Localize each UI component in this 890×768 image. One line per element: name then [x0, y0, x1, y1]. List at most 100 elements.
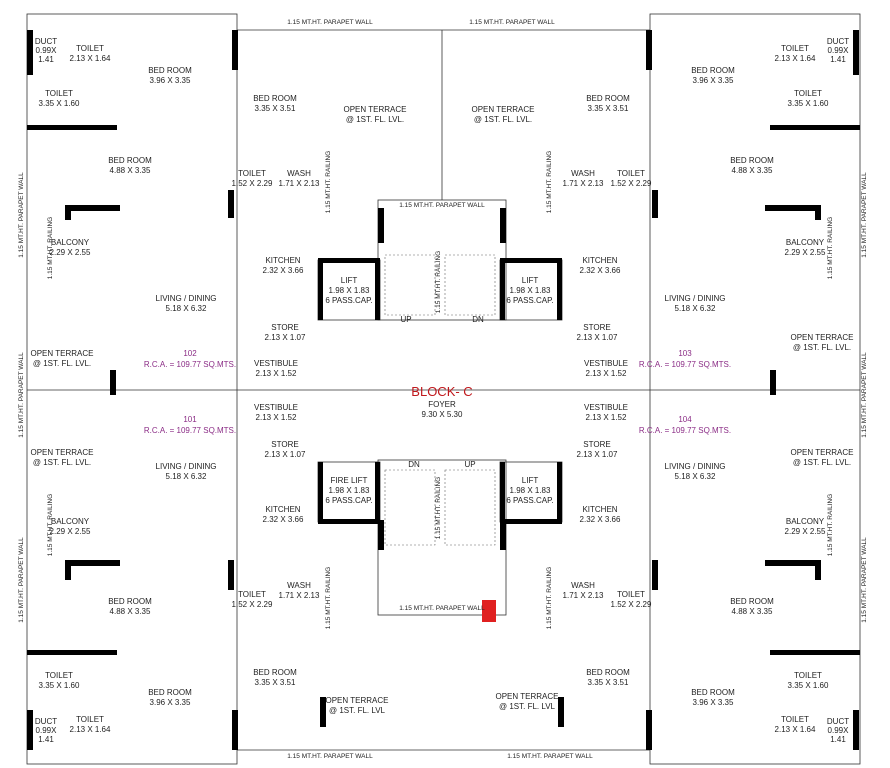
store-label: STORE: [271, 440, 298, 449]
bed-b-label: BED ROOM: [586, 94, 630, 103]
duct-dim-2: 1.41: [830, 735, 846, 744]
duct-dim-1: 0.99X: [36, 46, 58, 55]
railing-label: 1.15 MT.HT. RAILING: [546, 151, 553, 214]
railing-label: 1.15 MT.HT. RAILING: [325, 567, 332, 630]
wash-dim: 1.71 X 2.13: [563, 591, 604, 600]
living-label: LIVING / DINING: [665, 462, 726, 471]
block-title: BLOCK- C: [411, 384, 472, 399]
toilet-b-label: TOILET: [45, 89, 73, 98]
balcony-label: BALCONY: [51, 238, 90, 247]
railing-core-bottom: 1.15 MT.HT. RAILING: [435, 477, 442, 540]
fire-lift-cap: 6 PASS.CAP.: [325, 496, 372, 505]
parapet-bottom-left: 1.15 MT.HT. PARAPET WALL: [287, 753, 373, 760]
balcony-label: BALCONY: [51, 517, 90, 526]
wash-label: WASH: [571, 581, 595, 590]
open-terrace-label: OPEN TERRACE: [326, 696, 389, 705]
toilet-a-dim: 2.13 X 1.64: [775, 54, 816, 63]
vestibule-dim: 2.13 X 1.52: [256, 413, 297, 422]
duct-label: DUCT: [35, 717, 57, 726]
store-label: STORE: [583, 323, 610, 332]
living-dim: 5.18 X 6.32: [675, 472, 716, 481]
vestibule-label: VESTIBULE: [584, 359, 628, 368]
vestibule-label: VESTIBULE: [584, 403, 628, 412]
toilet-b-dim: 3.35 X 1.60: [39, 99, 80, 108]
balcony-dim: 2.29 X 2.55: [785, 527, 826, 536]
toilet-b-label: TOILET: [45, 671, 73, 680]
balcony-dim: 2.29 X 2.55: [785, 248, 826, 257]
toilet-a-dim: 2.13 X 1.64: [70, 725, 111, 734]
duct-dim-2: 1.41: [38, 735, 54, 744]
balcony-label: BALCONY: [786, 238, 825, 247]
railing-core-top: 1.15 MT.HT. RAILING: [435, 251, 442, 314]
wash-dim: 1.71 X 2.13: [279, 179, 320, 188]
store-dim: 2.13 X 1.07: [577, 450, 618, 459]
bed-b-label: BED ROOM: [253, 668, 297, 677]
toilet-c-dim: 1.52 X 2.29: [611, 600, 652, 609]
toilet-c-dim: 1.52 X 2.29: [611, 179, 652, 188]
bed-b-label: BED ROOM: [586, 668, 630, 677]
store-label: STORE: [271, 323, 298, 332]
lift-br-cap: 6 PASS.CAP.: [506, 496, 553, 505]
open-terrace-level: @ 1ST. FL. LVL.: [793, 343, 851, 352]
living-dim: 5.18 X 6.32: [166, 472, 207, 481]
bed-c-label: BED ROOM: [108, 597, 152, 606]
foyer-dim: 9.30 X 5.30: [422, 410, 463, 419]
lift-left-name: LIFT: [341, 276, 358, 285]
living-label: LIVING / DINING: [156, 462, 217, 471]
open-terrace-label: OPEN TERRACE: [472, 105, 535, 114]
parapet-left-1: 1.15 MT.HT. PARAPET WALL: [18, 172, 25, 258]
red-marker: [482, 600, 496, 622]
toilet-c-label: TOILET: [238, 590, 266, 599]
bed-c-dim: 4.88 X 3.35: [732, 607, 773, 616]
railing-label: 1.15 MT.HT. RAILING: [47, 217, 54, 280]
lift-left-cap: 6 PASS.CAP.: [325, 296, 372, 305]
balcony-label: BALCONY: [786, 517, 825, 526]
stair-dn-bottom: DN: [408, 460, 420, 469]
living-dim: 5.18 X 6.32: [166, 304, 207, 313]
bed-a-dim: 3.96 X 3.35: [693, 76, 734, 85]
railing-label: 1.15 MT.HT. RAILING: [827, 494, 834, 557]
parapet-bottom-right: 1.15 MT.HT. PARAPET WALL: [507, 753, 593, 760]
toilet-a-dim: 2.13 X 1.64: [775, 725, 816, 734]
kitchen-dim: 2.32 X 3.66: [580, 266, 621, 275]
kitchen-label: KITCHEN: [265, 256, 300, 265]
duct-dim-1: 0.99X: [828, 726, 850, 735]
open-terrace-level: @ 1ST. FL. LVL: [329, 706, 386, 715]
fire-lift-name: FIRE LIFT: [331, 476, 368, 485]
open-terrace-label: OPEN TERRACE: [31, 448, 94, 457]
walls: [27, 30, 860, 750]
unit-103-rca: R.C.A. = 109.77 SQ.MTS.: [639, 360, 731, 369]
living-label: LIVING / DINING: [156, 294, 217, 303]
open-terrace-level: @ 1ST. FL. LVL.: [33, 359, 91, 368]
unit-102-rca: R.C.A. = 109.77 SQ.MTS.: [144, 360, 236, 369]
lift-br-name: LIFT: [522, 476, 539, 485]
store-dim: 2.13 X 1.07: [265, 450, 306, 459]
parapet-left-3: 1.15 MT.HT. PARAPET WALL: [18, 537, 25, 623]
core: [317, 199, 563, 622]
open-terrace-label: OPEN TERRACE: [344, 105, 407, 114]
toilet-c-label: TOILET: [617, 169, 645, 178]
unit-104-no: 104: [678, 415, 692, 424]
living-dim: 5.18 X 6.32: [675, 304, 716, 313]
wash-dim: 1.71 X 2.13: [279, 591, 320, 600]
bed-a-dim: 3.96 X 3.35: [693, 698, 734, 707]
unit-104-rca: R.C.A. = 109.77 SQ.MTS.: [639, 426, 731, 435]
kitchen-label: KITCHEN: [582, 256, 617, 265]
toilet-a-dim: 2.13 X 1.64: [70, 54, 111, 63]
open-terrace-label: OPEN TERRACE: [791, 448, 854, 457]
vestibule-label: VESTIBULE: [254, 403, 298, 412]
toilet-a-label: TOILET: [76, 44, 104, 53]
wash-dim: 1.71 X 2.13: [563, 179, 604, 188]
lift-right-cap: 6 PASS.CAP.: [506, 296, 553, 305]
lift-right-dim: 1.98 X 1.83: [510, 286, 551, 295]
parapet-core-top: 1.15 MT.HT. PARAPET WALL: [399, 202, 485, 209]
toilet-a-label: TOILET: [76, 715, 104, 724]
lift-br-dim: 1.98 X 1.83: [510, 486, 551, 495]
kitchen-dim: 2.32 X 3.66: [263, 515, 304, 524]
stair-up-top: UP: [400, 315, 411, 324]
duct-dim-2: 1.41: [38, 55, 54, 64]
parapet-right-3: 1.15 MT.HT. PARAPET WALL: [861, 537, 868, 623]
bed-b-dim: 3.35 X 3.51: [588, 678, 629, 687]
bed-c-label: BED ROOM: [730, 156, 774, 165]
